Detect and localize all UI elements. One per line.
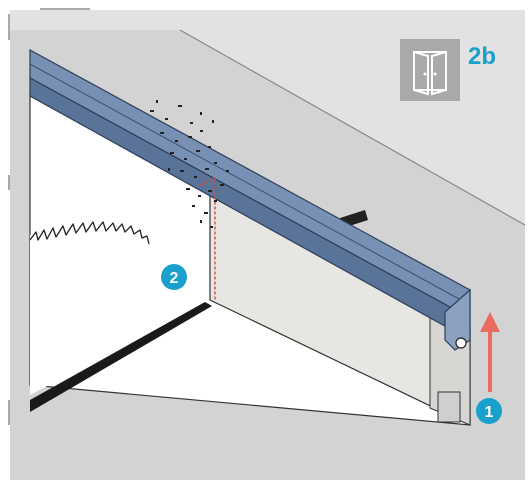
blue-profile-groove xyxy=(29,63,471,306)
saw-blade xyxy=(29,212,212,395)
marker-2-label: 2 xyxy=(170,270,179,287)
sawdust-particles xyxy=(150,100,229,228)
table-shadow-line xyxy=(30,302,212,412)
aluminium-end-slot xyxy=(437,391,461,423)
step-marker-1: 1 xyxy=(476,398,502,424)
marker-1-label: 1 xyxy=(485,404,494,421)
push-arrow xyxy=(480,312,500,392)
clip-screw xyxy=(455,337,467,349)
table-edge-line xyxy=(179,29,526,226)
double-door-icon xyxy=(400,39,460,101)
step-tag: 2b xyxy=(468,43,496,70)
step-marker-2: 2 xyxy=(161,264,187,290)
cut-line xyxy=(199,176,216,300)
saw-blade-teeth xyxy=(29,221,150,245)
